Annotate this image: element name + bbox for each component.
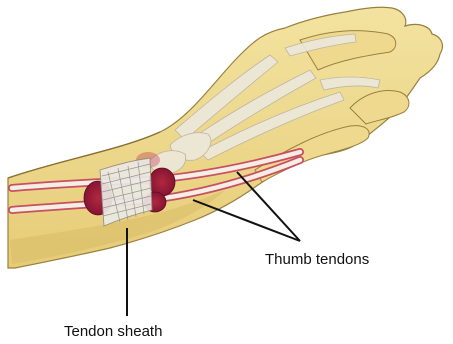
label-tendon-sheath: Tendon sheath: [64, 324, 162, 339]
leader-thumb-1: [237, 172, 300, 241]
leader-thumb-2: [193, 200, 300, 241]
label-thumb-tendons: Thumb tendons: [265, 252, 369, 267]
